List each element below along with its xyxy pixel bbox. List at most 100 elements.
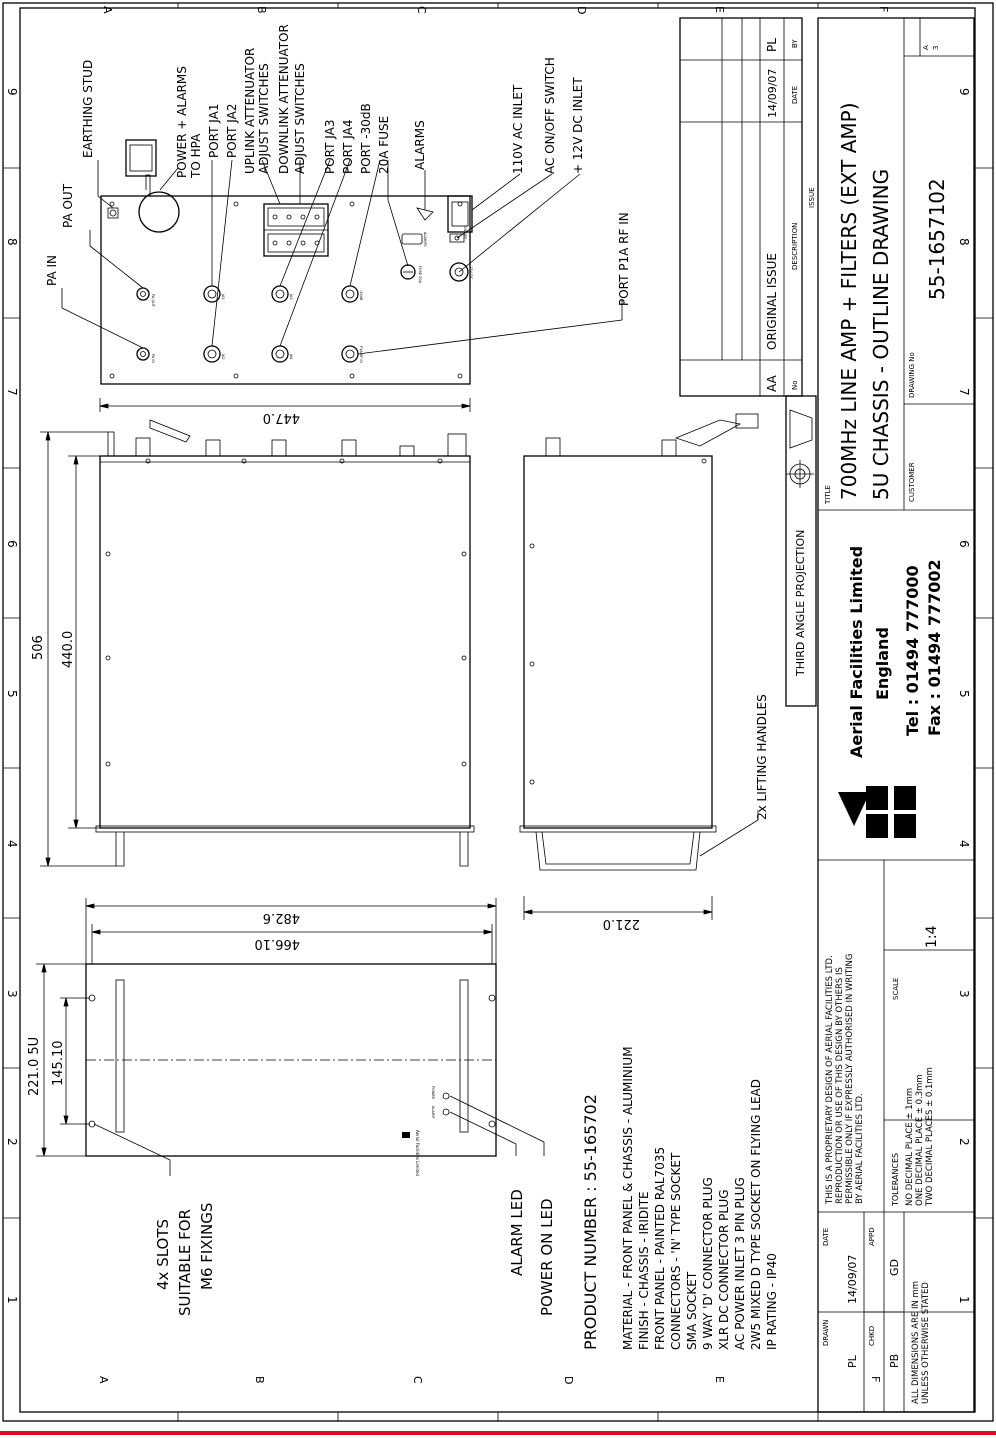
- label-ac-inlet: 110V AC INLET: [511, 84, 525, 174]
- mark-ja1: JA1: [221, 293, 225, 300]
- grid-letter-top-e: E: [713, 6, 726, 13]
- panel-screw: [109, 373, 115, 379]
- label-earthing-stud: EARTHING STUD: [81, 60, 95, 158]
- note-line: SMA SOCKET: [685, 1271, 699, 1350]
- top-view-outline: [99, 455, 471, 829]
- product-number: PRODUCT NUMBER : 55-165702: [581, 1094, 600, 1350]
- label-power-alarms: POWER + ALARMS: [175, 66, 189, 178]
- panel-logo-icon: [402, 1132, 410, 1138]
- dim-221-5u-text: 221.0 5U: [27, 1037, 42, 1096]
- panel-screw: [349, 373, 355, 379]
- company-logo: [838, 786, 916, 838]
- grid-number-right-2: 2: [957, 1138, 971, 1146]
- label-port-30db: PORT -30dB: [359, 103, 373, 174]
- panel-screw: [233, 201, 239, 207]
- panel-screw: [457, 373, 463, 379]
- slots-leader: [93, 1123, 171, 1176]
- drawing-number: 55-1657102: [925, 178, 949, 300]
- grid-number-right-8: 8: [957, 238, 971, 246]
- front-panel-outline: [100, 195, 471, 385]
- proprietary-line: BY AERIAL FACILITIES LTD.: [855, 1093, 865, 1204]
- company-tel: Tel : 01494 777000: [903, 565, 922, 736]
- drawing-title-line-2: 5U CHASSIS - OUTLINE DRAWING: [869, 169, 893, 500]
- inner-border: [19, 7, 976, 1413]
- logo-triangle-icon: [838, 792, 870, 826]
- rear-view: POWER ALARM Aerial Facilities Limited: [85, 963, 497, 1177]
- note-line: FINISH - CHASSIS - IRIDITE: [637, 1191, 651, 1350]
- mark-dc: 12V DC: [469, 266, 473, 280]
- grid-number-left-4: 4: [5, 840, 19, 848]
- drawn-label: DRAWN: [822, 1319, 830, 1346]
- grid-letter-top-a: A: [101, 6, 114, 14]
- note-line: 9 WAY 'D' CONNECTOR PLUG: [701, 1177, 715, 1350]
- label-slots-2: SUITABLE FOR: [176, 1209, 194, 1316]
- p1a-connector: [341, 345, 359, 363]
- label-port-p1a: PORT P1A RF IN: [617, 212, 631, 306]
- appd-value: GD: [888, 1259, 901, 1276]
- dim-145-text: 145.10: [51, 1041, 66, 1087]
- grid-number-right-1: 1: [957, 1296, 971, 1304]
- label-downlink-attenuator: DOWNLINK ATTENUATOR: [277, 24, 291, 174]
- date-label: DATE: [822, 1228, 830, 1246]
- drawing-title-line-1: 700MHz LINE AMP + FILTERS (EXT AMP): [837, 102, 861, 500]
- projection-box: [785, 395, 817, 707]
- scale-value: 1:4: [924, 925, 940, 948]
- label-ac-switch: AC ON/OFF SWITCH: [543, 57, 557, 174]
- title-block: [817, 17, 975, 1413]
- revision-by: PL: [765, 38, 779, 52]
- dim-447: [99, 398, 471, 412]
- chkd-value: PB: [888, 1354, 901, 1368]
- note-line: IP RATING - IP40: [765, 1253, 779, 1350]
- mark-fuse: FUSE 20A: [418, 266, 422, 284]
- revision-table: [679, 17, 803, 397]
- drawn-value: PL: [846, 1354, 859, 1368]
- mark-alarms: ALARMS: [423, 232, 427, 247]
- label-adjust-switches-2: ADJUST SWITCHES: [293, 63, 307, 174]
- panel-screw: [233, 373, 239, 379]
- label-pa-out: PA OUT: [61, 183, 75, 228]
- grid-letter-bottom-c: C: [411, 1376, 424, 1384]
- label-alarm-led: ALARM LED: [508, 1189, 526, 1276]
- label-to-hpa: TO HPA: [189, 133, 203, 179]
- mark-alarm: ALARM: [431, 1106, 435, 1118]
- ja2-connector: [203, 345, 221, 363]
- ac-inlet: [447, 195, 473, 233]
- grid-number-right-7: 7: [957, 388, 971, 396]
- grid-letter-bottom-d: D: [562, 1376, 575, 1384]
- d-connector-shell: [129, 144, 153, 172]
- proprietary-line: REPRODUCTION OR USE OF THIS DESIGN BY OT…: [835, 967, 845, 1204]
- revision-col-issue: ISSUE: [808, 188, 816, 209]
- dim-221-side-text: 221.0: [603, 916, 640, 931]
- revision-col-description: DESCRIPTION: [791, 223, 799, 270]
- dim-221-5u: [36, 963, 86, 1157]
- dim-482-text: 482.6: [263, 910, 300, 925]
- grid-number-left-8: 8: [5, 238, 19, 246]
- projection-cone-icon: [789, 409, 813, 449]
- label-dc-inlet: + 12V DC INLET: [571, 77, 585, 174]
- tolerance-line: ONE DECIMAL PLACE ± 0.3mm: [915, 1074, 925, 1206]
- power-led-leader: [449, 1095, 545, 1156]
- label-pa-in: PA IN: [45, 255, 59, 286]
- side-view-outline: [523, 455, 713, 829]
- label-port-ja4: PORT JA4: [341, 120, 355, 174]
- grid-number-left-6: 6: [5, 540, 19, 548]
- note-line: MATERIAL - FRONT PANEL & CHASSIS - ALUMI…: [621, 1046, 635, 1350]
- alarms-d-connector: [401, 233, 423, 245]
- panel-screw: [349, 201, 355, 207]
- pa-in-connector: [136, 347, 150, 361]
- flying-lead-cable: [145, 174, 151, 196]
- logo-square-icon: [894, 786, 916, 810]
- grid-number-right-6: 6: [957, 540, 971, 548]
- alarm-led-leader: [449, 1111, 517, 1156]
- dc-xlr-inlet: [449, 262, 469, 282]
- dim-440: [68, 455, 100, 829]
- note-line: CONNECTORS - 'N' TYPE SOCKET: [669, 1152, 683, 1350]
- label-power-led: POWER ON LED: [538, 1198, 556, 1316]
- label-alarms: ALARMS: [413, 120, 427, 170]
- grid-number-left-5: 5: [5, 690, 19, 698]
- revision-date: 14/09/07: [766, 69, 779, 118]
- grid-number-left-1: 1: [5, 1296, 19, 1304]
- panel-screw: [457, 201, 463, 207]
- mark-p1a: P1A RF IN: [359, 346, 363, 363]
- dim-482: [85, 898, 497, 964]
